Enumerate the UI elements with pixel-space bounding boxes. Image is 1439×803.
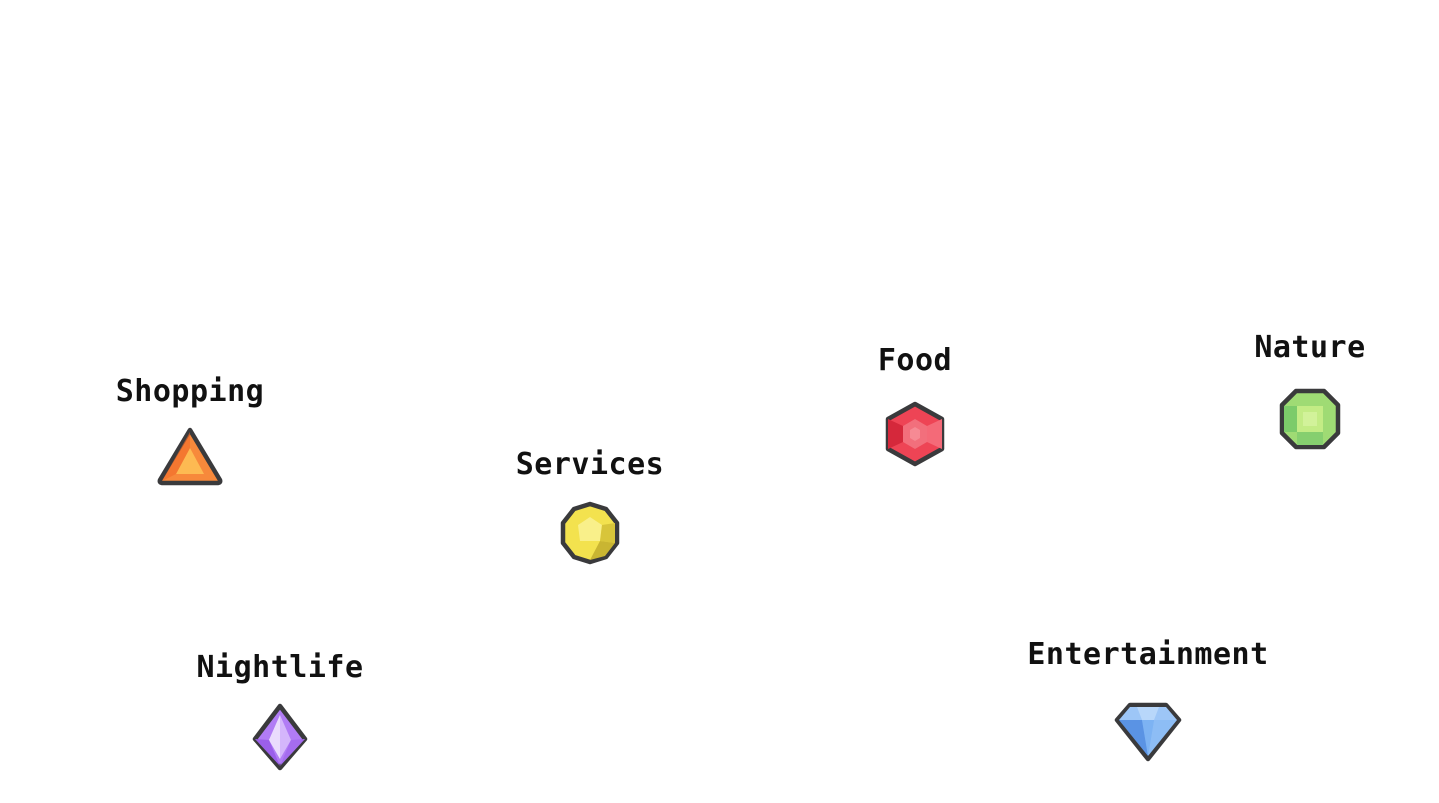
category-shopping[interactable]: Shopping <box>110 374 270 486</box>
category-label: Entertainment <box>1027 637 1269 672</box>
category-label: Shopping <box>115 374 265 409</box>
green-square-gem-icon[interactable] <box>1279 388 1341 450</box>
category-label: Services <box>515 447 665 482</box>
category-nature[interactable]: Nature <box>1240 330 1380 450</box>
orange-triangle-gem-icon[interactable] <box>156 426 224 486</box>
category-food[interactable]: Food <box>855 343 975 467</box>
purple-crystal-gem-icon[interactable] <box>251 703 309 771</box>
blue-diamond-gem-icon[interactable] <box>1113 701 1183 763</box>
red-hexagon-gem-icon[interactable] <box>884 401 946 467</box>
category-services[interactable]: Services <box>510 447 670 565</box>
category-nightlife[interactable]: Nightlife <box>190 650 370 771</box>
category-label: Nature <box>1254 330 1366 365</box>
yellow-round-gem-icon[interactable] <box>558 501 622 565</box>
category-label: Food <box>877 343 953 378</box>
category-label: Nightlife <box>196 650 364 685</box>
category-entertainment[interactable]: Entertainment <box>1010 637 1286 763</box>
